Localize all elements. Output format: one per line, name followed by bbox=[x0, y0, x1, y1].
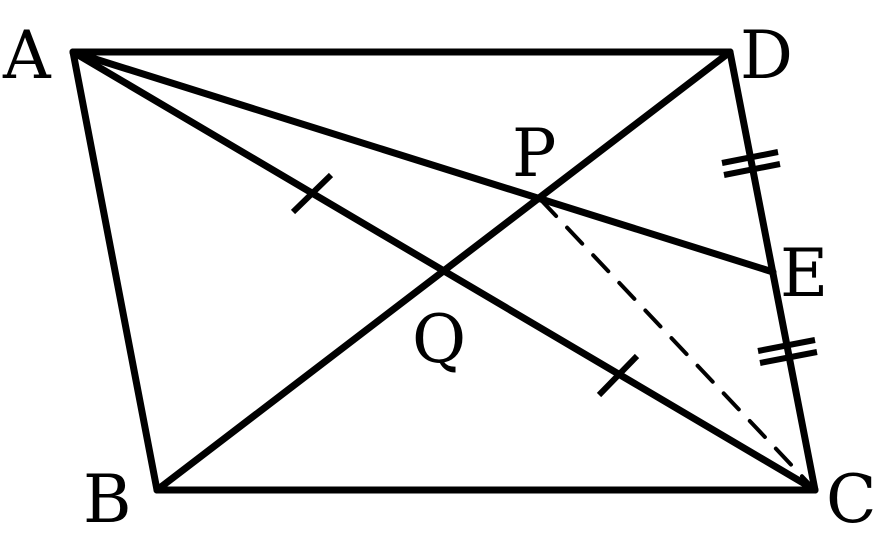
label-p: P bbox=[512, 115, 556, 192]
tick-de-1 bbox=[721, 149, 779, 166]
label-e: E bbox=[780, 235, 828, 312]
label-b: B bbox=[83, 461, 132, 538]
label-a: A bbox=[2, 17, 52, 94]
segment-ae bbox=[69, 48, 777, 276]
label-q: Q bbox=[412, 301, 466, 378]
point-labels: A B C D E P Q bbox=[2, 17, 877, 538]
segments bbox=[69, 48, 819, 494]
tick-aq bbox=[290, 172, 334, 215]
label-d: D bbox=[740, 17, 793, 94]
tick-de-2 bbox=[723, 161, 781, 178]
tick-marks bbox=[290, 149, 818, 398]
label-c: C bbox=[826, 461, 877, 538]
segment-ba bbox=[69, 48, 161, 494]
tick-ec-1 bbox=[757, 337, 816, 354]
tick-ec-2 bbox=[759, 349, 818, 366]
segment-pc-dashed bbox=[539, 198, 817, 492]
segment-bd bbox=[153, 48, 734, 494]
tick-qc bbox=[596, 353, 640, 398]
